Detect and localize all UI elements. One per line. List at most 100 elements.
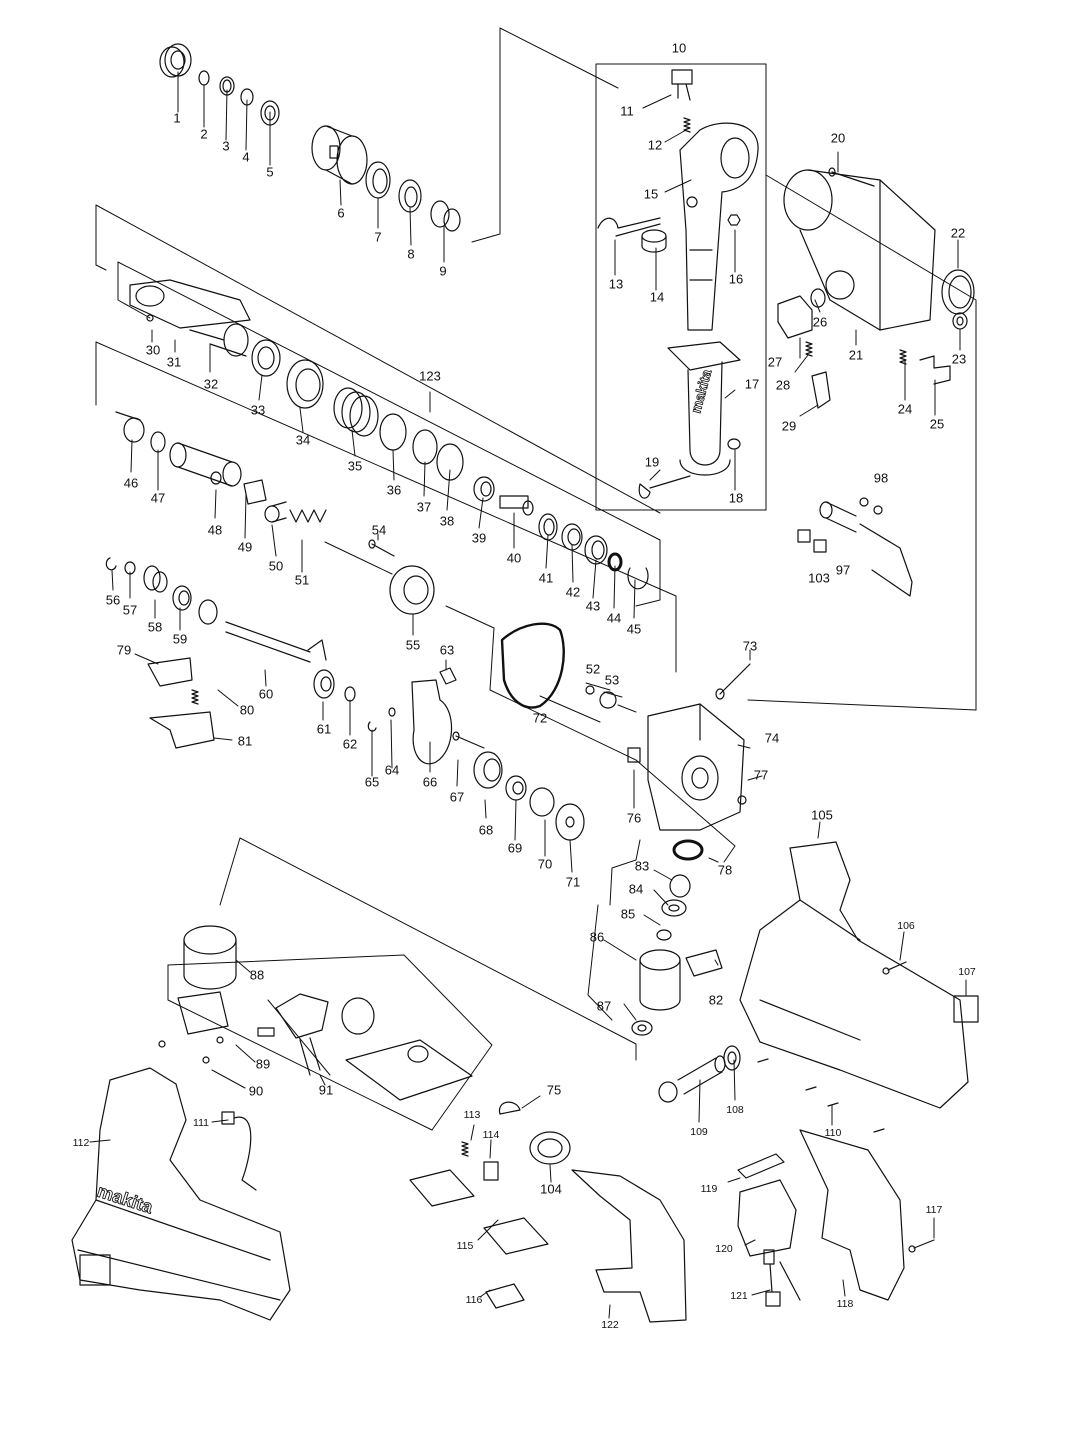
part-34-drawing xyxy=(286,359,324,409)
part-label-72: 72 xyxy=(532,710,548,726)
part-label-105: 105 xyxy=(811,807,833,823)
part-3-drawing xyxy=(219,76,235,96)
part-55-drawing xyxy=(389,565,435,615)
part-label-84: 84 xyxy=(628,881,644,897)
part-7-drawing xyxy=(365,161,391,199)
part-51-drawing xyxy=(289,509,327,523)
part-26-drawing xyxy=(810,288,826,308)
part-label-116: 116 xyxy=(465,1293,483,1306)
part-label-37: 37 xyxy=(416,499,432,515)
part-91-drawing xyxy=(257,993,473,1101)
part-label-50: 50 xyxy=(268,558,284,574)
part-6-drawing xyxy=(311,125,368,185)
part-106-drawing xyxy=(882,961,907,975)
part-39-drawing xyxy=(473,476,495,502)
part-label-10: 10 xyxy=(671,40,687,56)
part-label-4: 4 xyxy=(242,149,250,165)
part-label-31: 31 xyxy=(166,354,182,370)
part-label-25: 25 xyxy=(929,416,945,432)
part-label-19: 19 xyxy=(644,454,660,470)
part-22-drawing xyxy=(941,269,975,315)
part-11-drawing xyxy=(671,69,693,101)
part-label-58: 58 xyxy=(147,619,163,635)
part-label-110: 110 xyxy=(824,1126,842,1139)
part-label-55: 55 xyxy=(405,637,421,653)
part-117-drawing xyxy=(908,1239,935,1253)
part-46-drawing xyxy=(115,411,145,443)
part-116-drawing xyxy=(485,1283,525,1309)
part-label-89: 89 xyxy=(255,1056,271,1072)
part-38-drawing xyxy=(436,443,464,481)
part-71-drawing xyxy=(555,803,585,841)
part-12-drawing xyxy=(683,117,691,133)
part-label-119: 119 xyxy=(700,1182,718,1195)
part-label-118: 118 xyxy=(836,1297,854,1310)
part-89-drawing xyxy=(177,991,229,1044)
part-73-drawing xyxy=(715,663,751,700)
part-label-109: 109 xyxy=(690,1125,708,1138)
part-label-42: 42 xyxy=(565,584,581,600)
part-23-drawing xyxy=(952,312,968,330)
part-115-drawing xyxy=(409,1169,549,1255)
part-label-43: 43 xyxy=(585,598,601,614)
part-65-drawing xyxy=(367,721,377,732)
part-label-45: 45 xyxy=(626,621,642,637)
part-label-24: 24 xyxy=(897,401,913,417)
part-label-14: 14 xyxy=(649,289,665,305)
part-label-107: 107 xyxy=(958,965,976,978)
part-18-drawing xyxy=(727,438,741,450)
part-label-2: 2 xyxy=(200,126,208,142)
part-label-52: 52 xyxy=(585,661,601,677)
part-label-30: 30 xyxy=(145,342,161,358)
part-label-106: 106 xyxy=(897,919,915,932)
part-40-drawing xyxy=(499,495,534,516)
part-label-3: 3 xyxy=(222,138,230,154)
part-label-18: 18 xyxy=(728,490,744,506)
part-label-62: 62 xyxy=(342,736,358,752)
part-2-drawing xyxy=(198,70,210,86)
part-label-117: 117 xyxy=(925,1203,943,1216)
part-label-9: 9 xyxy=(439,263,447,279)
part-82-drawing xyxy=(685,949,723,977)
part-45-drawing xyxy=(627,567,649,590)
part-86-drawing xyxy=(639,949,681,1011)
part-label-22: 22 xyxy=(950,225,966,241)
part-112-drawing xyxy=(71,1067,291,1321)
part-110-drawing xyxy=(757,1058,885,1133)
part-85-drawing xyxy=(656,929,672,941)
part-104-drawing xyxy=(529,1131,571,1165)
part-121-drawing xyxy=(763,1249,801,1307)
part-113-drawing xyxy=(461,1141,469,1157)
svg-text:makita: makita xyxy=(95,1181,156,1218)
part-label-35: 35 xyxy=(347,458,363,474)
part-4-drawing xyxy=(240,88,254,106)
part-88-drawing xyxy=(183,925,237,990)
part-label-83: 83 xyxy=(634,858,650,874)
part-label-123: 123 xyxy=(419,368,441,384)
part-80-drawing xyxy=(191,689,199,705)
part-label-56: 56 xyxy=(105,592,121,608)
part-27-drawing xyxy=(777,295,813,339)
part-17-drawing xyxy=(667,341,741,476)
part-label-91: 91 xyxy=(318,1082,334,1098)
part-9-drawing xyxy=(430,200,461,232)
part-60-drawing xyxy=(198,599,327,663)
part-98-drawing xyxy=(859,497,883,515)
part-label-12: 12 xyxy=(647,137,663,153)
part-87-drawing xyxy=(631,1020,653,1036)
svg-text:makita: makita xyxy=(687,368,714,415)
part-109-drawing xyxy=(658,1055,726,1103)
part-21-drawing xyxy=(783,169,936,331)
part-label-88: 88 xyxy=(249,967,265,983)
part-label-26: 26 xyxy=(812,314,828,330)
part-20-drawing xyxy=(828,167,875,187)
part-50-drawing xyxy=(264,501,287,523)
part-label-8: 8 xyxy=(407,246,415,262)
part-label-87: 87 xyxy=(596,998,612,1014)
part-label-51: 51 xyxy=(294,572,310,588)
part-120-drawing xyxy=(737,1179,797,1257)
part-label-5: 5 xyxy=(266,164,274,180)
part-label-111: 111 xyxy=(193,1116,209,1129)
part-35-drawing xyxy=(333,387,379,437)
